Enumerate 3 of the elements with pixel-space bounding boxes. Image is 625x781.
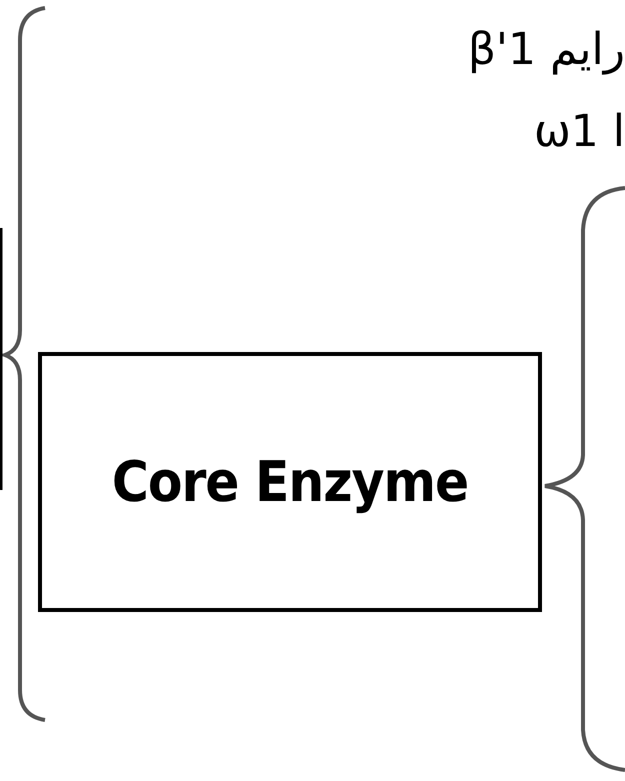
box-label: Core Enzyme (112, 450, 468, 514)
process-box (38, 352, 542, 612)
annotation-text: ا ω1 (534, 110, 625, 154)
